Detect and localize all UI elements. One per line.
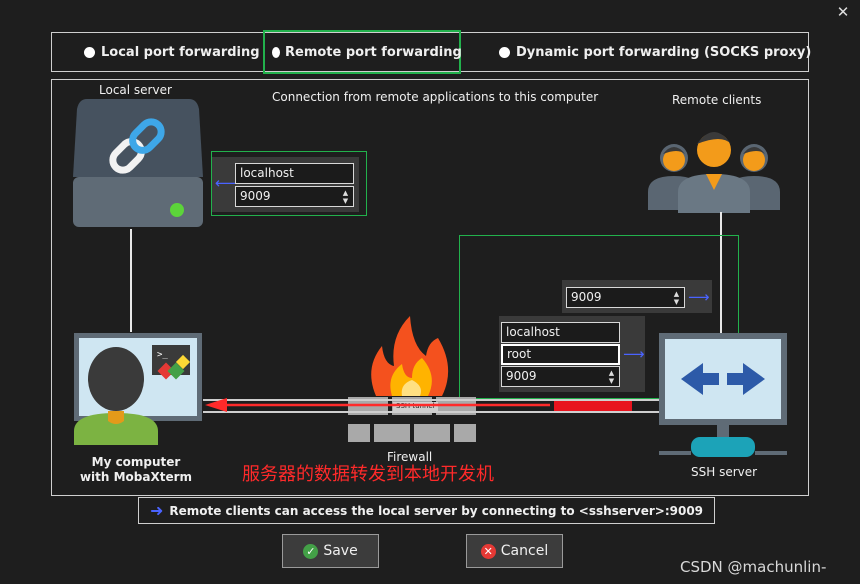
my-computer-label-line2: with MobaXterm <box>79 470 193 484</box>
watermark: CSDN @machunlin- <box>680 558 827 576</box>
firewall-label: Firewall <box>387 450 433 464</box>
connector-line <box>720 212 722 333</box>
fire-wall-icon <box>348 316 476 442</box>
my-computer-label-line1: My computer <box>91 455 181 469</box>
spinner-arrows-icon[interactable]: ▲▼ <box>608 369 615 385</box>
arrow-right-icon: ➜ <box>149 500 164 520</box>
spinner-arrows-icon[interactable]: ▲▼ <box>342 189 349 205</box>
ssh-user-input[interactable]: root <box>501 344 620 365</box>
ssh-host-input[interactable]: localhost <box>501 322 620 343</box>
radio-dynamic-forwarding[interactable]: Dynamic port forwarding (SOCKS proxy) <box>499 33 811 71</box>
forwarding-mode-group: Local port forwarding Remote port forwar… <box>51 30 811 74</box>
user-at-computer-icon: >_ <box>74 333 202 445</box>
connection-caption: Connection from remote applications to t… <box>272 90 599 104</box>
radio-remote-forwarding[interactable]: Remote port forwarding <box>263 30 462 74</box>
radio-circle-icon <box>84 46 95 58</box>
radio-label: Remote port forwarding <box>285 44 462 60</box>
check-icon: ✓ <box>303 543 319 559</box>
red-arrow-icon <box>205 398 550 412</box>
cancel-x-icon: ✕ <box>480 543 496 559</box>
save-button-label: Save <box>323 543 358 559</box>
arrow-right-icon: ⟶ <box>623 345 645 363</box>
ssh-server-label: SSH server <box>691 465 758 479</box>
info-text: Remote clients can access the local serv… <box>169 503 704 518</box>
my-computer-label: My computer with MobaXterm <box>70 455 202 485</box>
radio-local-forwarding[interactable]: Local port forwarding <box>84 33 260 71</box>
local-forward-box <box>211 151 367 216</box>
ssh-port-value: 9009 <box>506 369 537 383</box>
remote-clients-label: Remote clients <box>672 93 762 107</box>
cancel-button[interactable]: ✕ Cancel <box>466 534 563 568</box>
ssh-tunnel-red-segment <box>554 401 632 411</box>
radio-label: Local port forwarding <box>101 44 260 60</box>
users-group-icon <box>648 132 780 213</box>
link-chain-icon <box>73 99 203 227</box>
local-server-label: Local server <box>99 83 172 97</box>
info-bar: ➜ Remote clients can access the local se… <box>138 497 715 524</box>
radio-circle-icon <box>499 46 510 58</box>
remote-port-value: 9009 <box>571 290 602 304</box>
ssh-tunnel <box>203 399 660 413</box>
close-icon[interactable]: ✕ <box>836 3 850 21</box>
local-port-value: 9009 <box>240 189 271 203</box>
arrow-left-icon: ⟵ <box>215 174 237 192</box>
svg-text:>_: >_ <box>157 350 168 360</box>
local-port-input[interactable]: 9009 ▲▼ <box>235 186 354 207</box>
local-host-input[interactable]: localhost <box>235 163 354 184</box>
ssh-settings-box <box>459 235 739 399</box>
ssh-port-input[interactable]: 9009 ▲▼ <box>501 366 620 387</box>
spinner-arrows-icon[interactable]: ▲▼ <box>673 290 680 306</box>
connector-line <box>130 229 132 332</box>
cancel-button-label: Cancel <box>500 543 549 559</box>
double-arrow-monitor-icon <box>659 333 787 457</box>
radio-label: Dynamic port forwarding (SOCKS proxy) <box>516 44 812 60</box>
radio-selected-icon <box>273 47 279 57</box>
arrow-right-icon: ⟶ <box>688 288 710 306</box>
annotation-text: 服务器的数据转发到本地开发机 <box>242 464 494 485</box>
forwarding-diagram <box>51 79 809 496</box>
save-button[interactable]: ✓ Save <box>282 534 379 568</box>
remote-port-input[interactable]: 9009 ▲▼ <box>566 287 685 308</box>
